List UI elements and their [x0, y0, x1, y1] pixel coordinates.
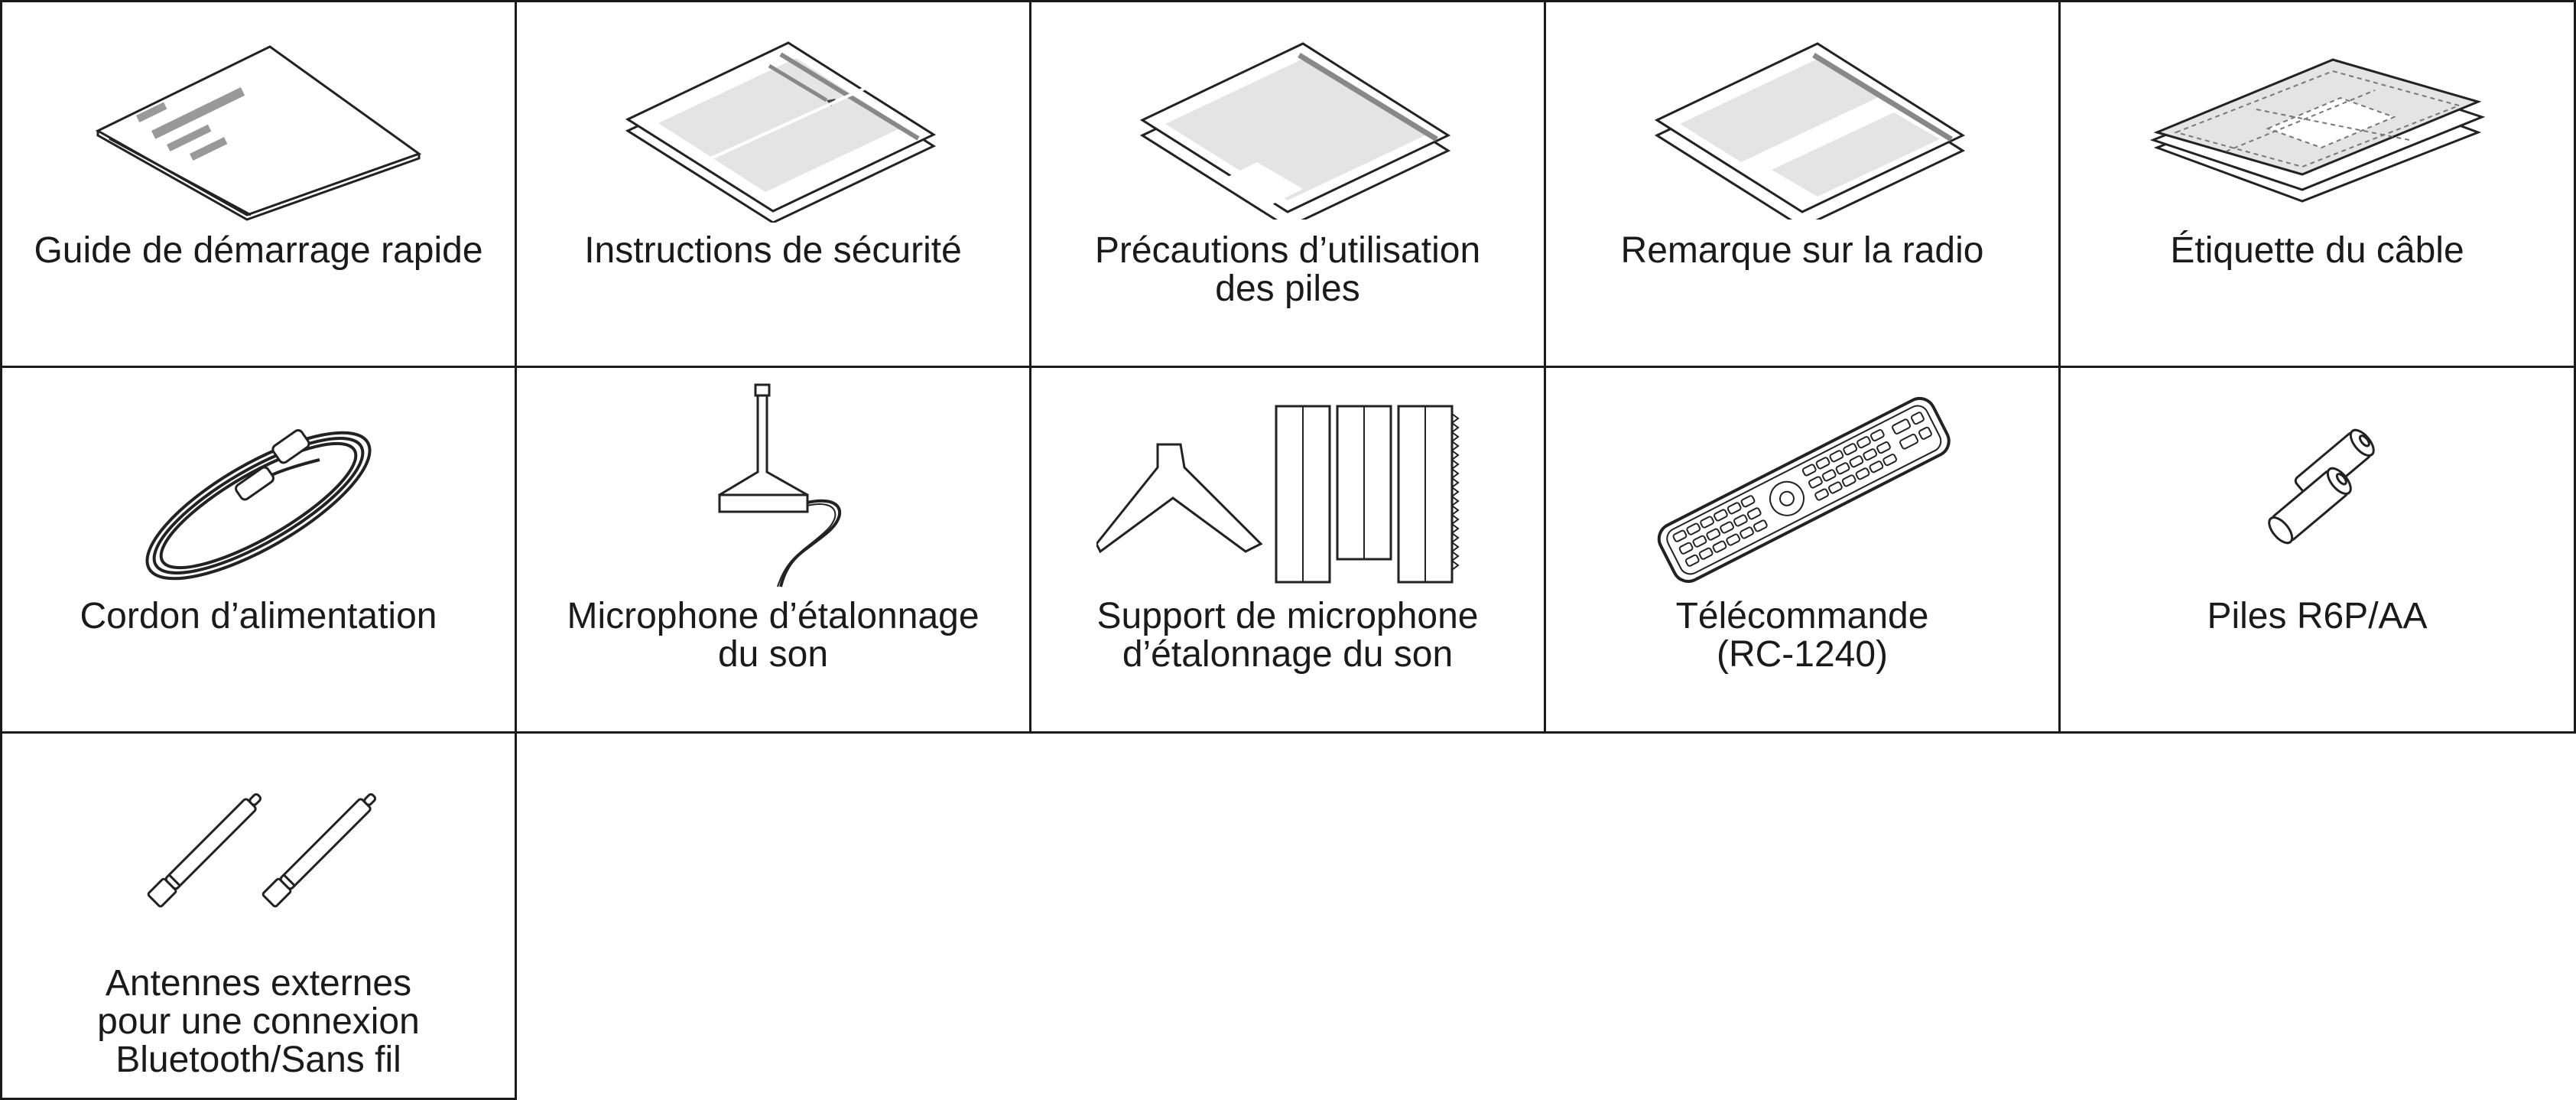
accessory-cell: Cordon d’alimentation — [0, 366, 517, 734]
label-line: Instructions de sécurité — [584, 230, 962, 271]
batteries-icon — [2267, 428, 2375, 545]
accessory-cell: Guide de démarrage rapide — [0, 0, 517, 368]
battery-precautions-icon — [1139, 42, 1451, 220]
cable-label-icon — [2149, 58, 2485, 203]
item-label: Antennes externes pour une connexion Blu… — [2, 965, 515, 1079]
radio-notice-icon — [1654, 42, 1966, 220]
item-label: Guide de démarrage rapide — [2, 232, 515, 270]
accessory-cell: Remarque sur la radio — [1544, 0, 2061, 368]
accessory-cell: Piles R6P/AA — [2058, 366, 2576, 734]
safety-instructions-icon — [625, 41, 937, 223]
item-label: Piles R6P/AA — [2061, 597, 2574, 636]
label-line: Remarque sur la radio — [1620, 230, 1984, 271]
label-line: Antennes externes — [105, 963, 412, 1004]
item-label: Télécommande (RC-1240) — [1546, 597, 2058, 674]
label-line: Guide de démarrage rapide — [34, 230, 483, 271]
microphone-stand-icon — [1096, 405, 1460, 584]
remote-control-icon — [1657, 396, 1951, 583]
quick-start-guide-icon — [95, 45, 422, 221]
accessory-cell: Microphone d’étalonnage du son — [515, 366, 1031, 734]
accessory-cell: Précautions d’utilisation des piles — [1029, 0, 1546, 368]
label-line: pour une connexion — [97, 1001, 420, 1042]
accessory-cell: Étiquette du câble — [2058, 0, 2576, 368]
label-line: d’étalonnage du son — [1122, 634, 1454, 675]
label-line: (RC-1240) — [1716, 634, 1889, 675]
accessory-cell: Support de microphone d’étalonnage du so… — [1029, 366, 1546, 734]
label-line: Télécommande — [1675, 596, 1929, 636]
item-label: Instructions de sécurité — [517, 232, 1029, 270]
item-label: Étiquette du câble — [2061, 232, 2574, 270]
label-line: Piles R6P/AA — [2207, 596, 2428, 636]
item-label: Support de microphone d’étalonnage du so… — [1031, 597, 1544, 674]
label-line: Microphone d’étalonnage — [567, 596, 979, 636]
item-label: Remarque sur la radio — [1546, 232, 2058, 270]
item-label: Cordon d’alimentation — [2, 597, 515, 636]
label-line: Étiquette du câble — [2170, 230, 2464, 271]
accessory-cell: Télécommande (RC-1240) — [1544, 366, 2061, 734]
item-label: Précautions d’utilisation des piles — [1031, 232, 1544, 308]
label-line: Cordon d’alimentation — [80, 596, 437, 636]
external-antennas-icon — [147, 793, 376, 908]
accessory-cell: Antennes externes pour une connexion Blu… — [0, 731, 517, 1100]
label-line: Bluetooth/Sans fil — [115, 1040, 401, 1080]
calibration-microphone-icon — [718, 383, 842, 587]
label-line: du son — [717, 634, 829, 675]
label-line: des piles — [1215, 268, 1360, 309]
label-line: Support de microphone — [1096, 596, 1479, 636]
power-cord-icon — [145, 429, 372, 581]
label-line: Précautions d’utilisation — [1094, 230, 1481, 271]
accessory-cell: Instructions de sécurité — [515, 0, 1031, 368]
item-label: Microphone d’étalonnage du son — [517, 597, 1029, 674]
